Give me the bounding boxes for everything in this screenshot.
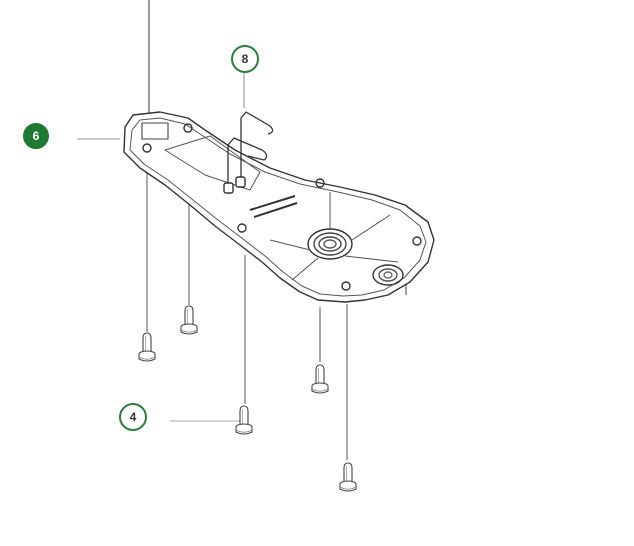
base-plate (123, 111, 435, 303)
callout-8[interactable]: 8 (231, 45, 259, 73)
wire-clip (227, 111, 274, 183)
callout-4[interactable]: 4 (119, 403, 147, 431)
callout-8-label: 8 (241, 52, 249, 66)
callout-4-label: 4 (129, 410, 137, 424)
callout-6-label: 6 (32, 129, 40, 143)
screws (138, 305, 357, 492)
secondary-hub (372, 264, 404, 286)
callout-6[interactable]: 6 (23, 123, 49, 149)
